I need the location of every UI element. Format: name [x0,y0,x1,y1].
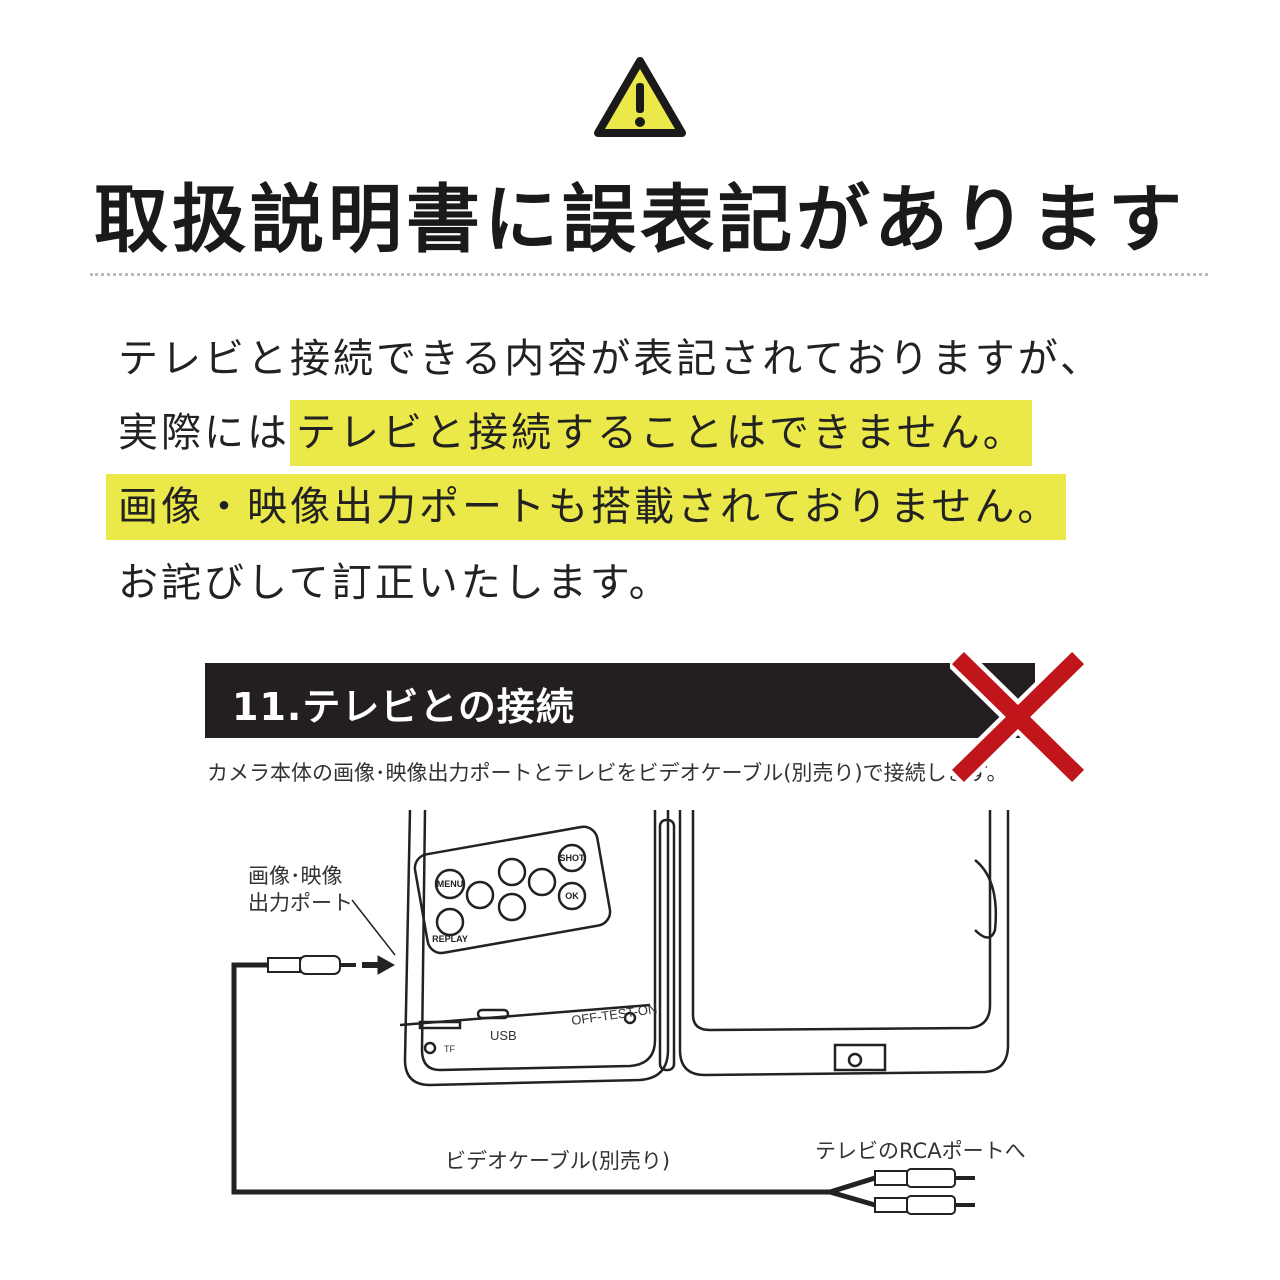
notice-line-2-prefix: 実際には [118,410,290,456]
port-label-line1: 画像･映像 [248,864,343,888]
notice-line-4: お詫びして訂正いたします。 [118,560,672,606]
cable-label: ビデオケーブル(別売り) [445,1149,671,1173]
usb-label: USB [490,1028,517,1043]
switch-label: OFF-TEST-ON [570,1001,658,1028]
notice-line-1: テレビと接続できる内容が表記されておりますが、 [118,336,1103,382]
rca-label: テレビのRCAポートへ [815,1139,1026,1163]
manual-description: カメラ本体の画像･映像出力ポートとテレビをビデオケーブル(別売り)で接続します。 [207,761,1008,785]
dotted-divider [90,273,1208,276]
tf-label: TF [444,1044,455,1054]
video-cable [231,899,975,1215]
manual-heading: 11.テレビとの接続 [232,685,575,729]
highlighted-text: 画像・映像出力ポートも搭載されておりません。 [106,474,1067,540]
shot-button-label: SHOT [559,853,585,863]
camera-illustration [399,809,1010,1087]
menu-button-label: MENU [437,879,464,889]
highlighted-text: テレビと接続することはできません。 [290,400,1032,466]
warning-triangle-icon [594,57,686,137]
ok-button-label: OK [565,891,579,901]
cross-mark-icon [950,652,1086,782]
notice-line-2: 実際にはテレビと接続することはできません。 [118,400,1032,466]
replay-label: REPLAY [432,934,468,944]
notice-line-3: 画像・映像出力ポートも搭載されておりません。 [106,474,1067,540]
port-label-line2: 出力ポート [248,891,353,915]
camera-connection-diagram: MENU SHOT OK REPLAY USB OFF-TEST-ON TF [231,809,1010,1215]
notice-title: 取扱説明書に誤表記があります [94,177,1186,263]
manual-heading-bar [205,663,1035,738]
